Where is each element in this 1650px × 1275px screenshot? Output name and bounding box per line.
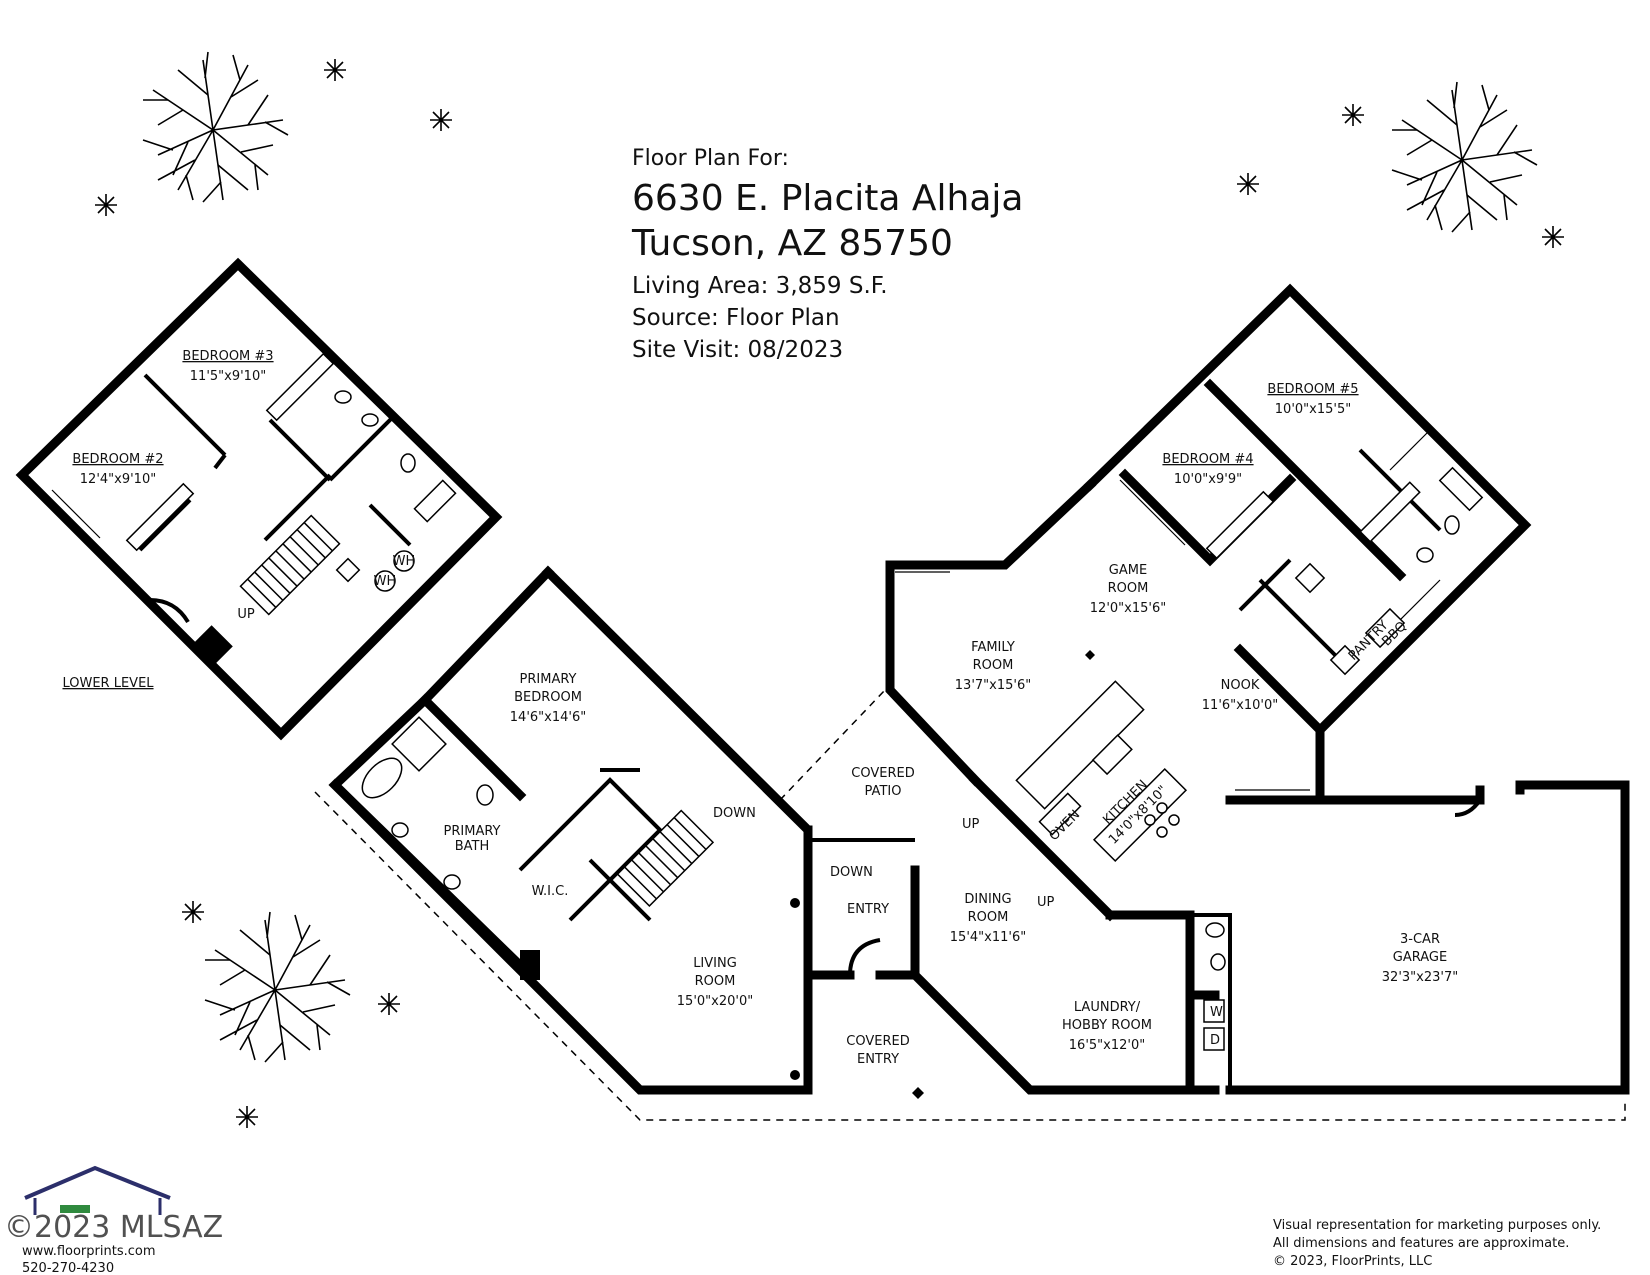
room-name-bedroom2: BEDROOM #2 [72, 452, 163, 467]
lower-level-plan [15, 257, 503, 741]
room-dim-dining-room: 15'4"x11'6" [950, 930, 1026, 945]
room-name-laundry-1: LAUNDRY/ [1074, 1000, 1141, 1015]
stair-down-label: DOWN [713, 806, 756, 821]
room-name-primary-bedroom-2: BEDROOM [514, 690, 582, 705]
room-name-dining-room-2: ROOM [968, 910, 1009, 925]
room-name-entry: ENTRY [847, 902, 889, 917]
stair-up-label: UP [1037, 895, 1055, 910]
room-name-bedroom3: BEDROOM #3 [182, 349, 273, 364]
footer-disclaimer-2: All dimensions and features are approxim… [1273, 1236, 1569, 1251]
dryer-icon [1203, 1027, 1225, 1051]
room-name-bedroom4: BEDROOM #4 [1162, 452, 1253, 467]
header-city: Tucson, AZ 85750 [631, 223, 953, 264]
room-name-wic: W.I.C. [532, 884, 569, 899]
room-name-primary-bath-1: PRIMARY [444, 824, 501, 839]
room-name-living-room-1: LIVING [693, 956, 737, 971]
room-name-living-room-2: ROOM [695, 974, 736, 989]
sink-icon [391, 822, 409, 838]
room-dim-laundry: 16'5"x12'0" [1069, 1038, 1145, 1053]
stair-icon [239, 514, 341, 616]
stair-down-label: DOWN [830, 865, 873, 880]
stair-icon [616, 809, 715, 908]
footer-website: www.floorprints.com [22, 1244, 156, 1259]
footer-phone: 520-270-4230 [22, 1261, 114, 1275]
cooktop-icon [1168, 814, 1180, 826]
room-dim-family-room: 13'7"x15'6" [955, 678, 1031, 693]
tub-icon [361, 757, 403, 799]
cooktop-icon [1144, 814, 1156, 826]
header-site-visit: Site Visit: 08/2023 [632, 337, 843, 363]
room-name-game-room-2: ROOM [1108, 581, 1149, 596]
room-dim-bedroom3: 11'5"x9'10" [190, 369, 266, 384]
washer-icon [1203, 999, 1225, 1023]
bbq-icon [1364, 607, 1406, 649]
water-heater-label: WH [374, 574, 397, 589]
room-name-covered-patio-1: COVERED [851, 766, 914, 781]
room-name-garage-2: GARAGE [1393, 950, 1447, 965]
shower-icon [391, 716, 447, 772]
toilet-icon [400, 453, 416, 473]
cooktop-icon [1156, 802, 1168, 814]
water-heater-icon [374, 570, 396, 592]
lower-level-labels: BEDROOM #3 11'5"x9'10" BEDROOM #2 12'4"x… [62, 349, 415, 691]
header-address: 6630 E. Placita Alhaja [632, 178, 1023, 219]
room-name-covered-entry-2: ENTRY [857, 1052, 899, 1067]
room-name-covered-entry-1: COVERED [846, 1034, 909, 1049]
main-level-labels: BEDROOM #5 10'0"x15'5" BEDROOM #4 10'0"x… [444, 382, 1459, 1067]
room-name-laundry-2: HOBBY ROOM [1062, 1018, 1152, 1033]
room-name-dining-room-1: DINING [964, 892, 1011, 907]
room-name-primary-bedroom-1: PRIMARY [520, 672, 577, 687]
sink-icon [1210, 953, 1226, 971]
room-name-game-room-1: GAME [1109, 563, 1147, 578]
header-living-area: Living Area: 3,859 S.F. [632, 273, 888, 299]
tree-icon-large-top-right [1391, 81, 1538, 233]
room-dim-garage: 32'3"x23'7" [1382, 970, 1458, 985]
room-dim-bedroom5: 10'0"x15'5" [1275, 402, 1351, 417]
room-name-family-room-1: FAMILY [971, 640, 1015, 655]
room-dim-nook: 11'6"x10'0" [1202, 698, 1278, 713]
stair-up-label: UP [237, 607, 255, 622]
sink-icon [1416, 547, 1434, 563]
level-label: LOWER LEVEL [62, 676, 154, 691]
dryer-label: D [1210, 1033, 1220, 1048]
main-level-plan [314, 283, 1630, 1121]
tree-icon-large-bottom-left [204, 911, 351, 1063]
sink-icon [361, 413, 379, 427]
footer-copyright: © 2023, FloorPrints, LLC [1273, 1254, 1432, 1269]
water-heater-label: WH [393, 554, 416, 569]
tub-icon [1438, 466, 1484, 512]
cooktop-icon [1156, 826, 1168, 838]
room-name-garage-1: 3-CAR [1400, 932, 1440, 947]
toilet-icon [1205, 922, 1225, 938]
room-name-primary-bath-2: BATH [455, 839, 490, 854]
tree-icon-large-top-left [142, 51, 289, 203]
room-name-bedroom5: BEDROOM #5 [1267, 382, 1358, 397]
room-name-family-room-2: ROOM [973, 658, 1014, 673]
room-dim-bedroom2: 12'4"x9'10" [80, 472, 156, 487]
header-line-1: Floor Plan For: [632, 146, 789, 171]
room-name-nook: NOOK [1221, 678, 1260, 693]
sink-icon [443, 874, 461, 890]
toilet-icon [1444, 515, 1460, 535]
room-dim-bedroom4: 10'0"x9'9" [1174, 472, 1242, 487]
mls-watermark: ©2023 MLSAZ [4, 1210, 223, 1245]
footer-disclaimer-1: Visual representation for marketing purp… [1273, 1218, 1601, 1233]
shrub-icons [95, 59, 1564, 1128]
room-dim-primary-bedroom: 14'6"x14'6" [510, 710, 586, 725]
tub-icon [413, 479, 457, 523]
sink-icon [334, 390, 352, 404]
toilet-icon [476, 784, 494, 806]
header-source: Source: Floor Plan [632, 305, 840, 331]
room-name-covered-patio-2: PATIO [865, 784, 902, 799]
room-dim-living-room: 15'0"x20'0" [677, 994, 753, 1009]
room-dim-game-room: 12'0"x15'6" [1090, 601, 1166, 616]
washer-label: W [1210, 1005, 1223, 1020]
header-block: Floor Plan For: 6630 E. Placita Alhaja T… [631, 146, 1023, 363]
floorprints-logo [24, 1165, 171, 1215]
water-heater-icon [393, 550, 415, 572]
stair-up-label: UP [962, 817, 980, 832]
